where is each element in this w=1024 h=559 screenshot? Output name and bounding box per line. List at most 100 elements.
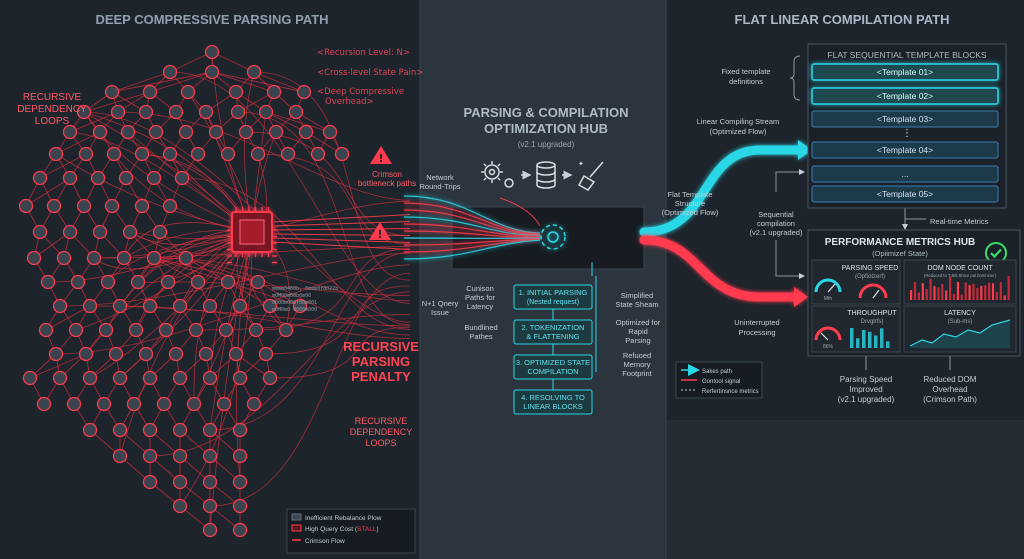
svg-text:Simplified: Simplified [621,291,654,300]
svg-text:THROUGHPUT: THROUGHPUT [847,310,897,317]
svg-text:Inefficient Rebalance Plow: Inefficient Rebalance Plow [305,515,382,522]
gear-icon [481,161,514,188]
step-resolving: 4. RESOLVING TO LINEAR BLOCKS [513,389,593,415]
svg-text:Memory: Memory [623,360,650,369]
template-row: ... [811,165,999,183]
right-bottom-panel [666,420,1024,559]
svg-text:...: ... [901,169,908,179]
latency-card: LATENCY (Sub-ms) [903,305,1017,353]
svg-text:!: ! [377,228,382,241]
svg-text:Bundlined: Bundlined [464,323,497,332]
svg-text:Issue: Issue [431,308,449,317]
svg-text:m0M00m00b0m00: m0M00m00b0m00 [272,293,311,299]
svg-text:⋮: ⋮ [902,128,912,139]
svg-text:PENALTY: PENALTY [351,369,411,384]
n1-query-label: N+1 Qnery Issue [422,299,459,317]
linear-stream-label: Linear Compiling Stream (Optimized Flow) [697,117,780,136]
bottleneck-label: Crimson [372,170,402,179]
svg-text:Overhead: Overhead [932,385,967,394]
check-icon [985,242,1007,264]
svg-text:COMPILATION: COMPILATION [527,367,578,376]
svg-text:DEPENDENCY: DEPENDENCY [350,427,413,437]
svg-text:LOOPS: LOOPS [35,116,70,127]
step-initial-parsing: 1. INITIAL PARSING (Nested request) [513,284,593,310]
svg-text:compilation: compilation [757,219,795,228]
svg-text:High Query Cost (STALL): High Query Cost (STALL) [305,526,379,533]
flat-structure-label: Flat Template Structure (Optimized Flow) [662,190,719,217]
svg-text:<Template 04>: <Template 04> [877,145,933,155]
svg-text:Optimized for: Optimized for [616,318,661,327]
svg-text:(Sub-ms): (Sub-ms) [948,319,973,325]
svg-text:(Optimized Flow): (Optimized Flow) [662,208,719,217]
svg-text:Latency: Latency [467,302,494,311]
svg-text:Reduced DOM: Reduced DOM [924,375,977,384]
middle-panel [420,0,666,559]
svg-text:(Nested request): (Nested request) [527,299,579,306]
svg-text:Improved: Improved [849,385,882,394]
svg-text:LOOPS: LOOPS [365,438,396,448]
svg-text:PARSING SPEED: PARSING SPEED [842,265,899,272]
svg-text:Structure: Structure [675,199,705,208]
warning-icon: ! [370,146,392,165]
svg-text:Sakes path: Sakes path [702,369,732,375]
cyan-flow-arrow [639,145,803,237]
hub-subtitle: (v2.1 upgraded) [518,140,575,149]
svg-text:<Template 02>: <Template 02> [877,91,933,101]
svg-text:N+1 Qnery: N+1 Qnery [422,299,459,308]
recursion-level-note: <Recursion Level: N> [317,48,410,58]
svg-text:(v2.1 upgraded): (v2.1 upgraded) [838,395,895,404]
svg-text:Cunison: Cunison [466,284,494,293]
overhead-note: Overhead> [325,97,374,107]
deep-compressive-note: <Deep Compressive [317,87,404,97]
warning-icon-2: ! [369,222,391,241]
hub-core-gear-icon [540,224,566,250]
sequential-label: Sequential compilation (v2.1 upgraded) [750,210,803,237]
svg-text:Fixed template: Fixed template [721,67,770,76]
svg-text:Sequential: Sequential [758,210,794,219]
hub-title-2: OPTIMIZATION HUB [484,121,608,136]
loops-label-top: RECURSIVE DEPENDENCY LOOPS [17,92,87,127]
dom-node-card: DOM NODE COUNT (Reduced to T Btit Bnice … [903,259,1017,305]
blocks-header: FLAT SEQUENTIAL TEMPLATE BLOCKS [827,50,987,60]
svg-text:Pathes: Pathes [469,332,493,341]
code-snippet: mmmm0460b, 0mmm0f0022b m0M00m00b0m00 000… [272,286,338,313]
parsing-speed-card: PARSING SPEED (Opfiotzerf) Mth [811,259,901,305]
svg-text:Gontool signal: Gontool signal [702,379,740,385]
template-row: <Template 02> [811,87,999,105]
recursion-notes: <Recursion Level: N> <Cross-level State … [317,48,423,107]
right-title: FLAT LINEAR COMPILATION PATH [735,12,950,27]
cyan-arrow-head [798,140,812,160]
svg-text:Processing: Processing [738,328,775,337]
speed-note: Parsing Speed Improved (v2.1 upgraded) [838,375,895,404]
hub-title-1: PARSING & COMPILATION [464,105,629,120]
loops-label-bottom: RECURSIVE DEPENDENCY LOOPS [350,416,413,448]
svg-text:86%: 86% [823,344,834,350]
step-optimized-state: 3. OPTIMIZED STATE COMPILATION [513,354,593,380]
template-row: <Template 05> [811,185,999,203]
network-label: Network [426,173,454,182]
metrics-hub-subtitle: (Opiimizef State) [872,249,928,258]
svg-text:RECURSIVE: RECURSIVE [343,339,419,354]
red-arrow-head [794,287,808,307]
parsing-penalty-label: RECURSIVE PARSING PENALTY [343,339,419,384]
reduced-memory-label: Refuoed Memory Footprint [622,351,653,378]
dom-note: Reduced DOM Overhead (Crimson Path) [923,375,977,404]
template-rows: <Template 01><Template 02><Template 03>⋮… [811,63,999,203]
svg-text:Rerfertinsnce metrics: Rerfertinsnce metrics [702,389,759,395]
hub-flow-lines [403,195,644,276]
svg-text:DOM NODE COUNT: DOM NODE COUNT [927,265,993,272]
svg-text:m0M0m0 0000m000: m0M0m0 0000m000 [272,307,317,313]
svg-text:LATENCY: LATENCY [944,310,976,317]
svg-text:Footprint: Footprint [622,369,653,378]
svg-text:4. RESOLVING TO: 4. RESOLVING TO [521,393,585,402]
svg-text:PARSING: PARSING [352,354,410,369]
svg-text:Parsing: Parsing [625,336,650,345]
left-title: DEEP COMPRESSIVE PARSING PATH [95,12,328,27]
svg-text:State Sheam: State Sheam [615,300,658,309]
svg-text:✦: ✦ [578,160,584,168]
svg-text:1. INITIAL PARSING: 1. INITIAL PARSING [519,288,588,297]
database-icon [536,161,556,189]
svg-text:!: ! [378,152,383,165]
